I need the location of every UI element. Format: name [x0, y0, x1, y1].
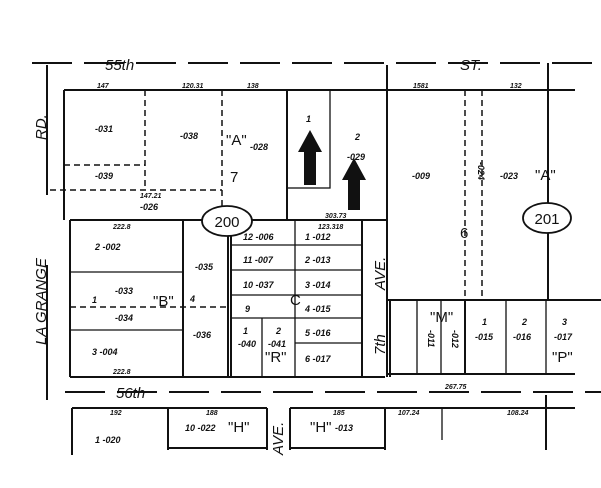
parcel: -033 [115, 286, 133, 296]
parcel: 11 -007 [243, 255, 274, 265]
sub-a-right: "A" [535, 167, 556, 184]
parcel: -035 [195, 262, 214, 272]
parcel: -034 [115, 313, 133, 323]
parcel: 1 [92, 295, 97, 305]
street-ave: AVE. [372, 257, 389, 291]
parcel: 9 [245, 304, 250, 314]
sub-p: "P" [552, 349, 573, 366]
parcel: 2 [354, 132, 360, 142]
sub-c: C [290, 292, 301, 309]
parcel: 10 -022 [185, 423, 216, 433]
block-7: 7 [230, 169, 238, 186]
parcel: -039 [95, 171, 113, 181]
dimension: 188 [206, 410, 218, 417]
dimension: 222.8 [112, 369, 131, 376]
street-7th: 7th [372, 334, 389, 355]
dimension: 222.8 [112, 224, 131, 231]
street-rd: RD. [33, 114, 50, 140]
block-200-circle [201, 205, 253, 237]
sub-a-left: "A" [226, 132, 247, 149]
arrow-icon [342, 158, 366, 210]
parcel: 2 -013 [304, 255, 331, 265]
parcel: 2 [521, 317, 527, 327]
parcel: 2 -002 [94, 242, 121, 252]
street-st-label: ST. [460, 57, 482, 74]
dimension: 138 [247, 83, 259, 90]
south-blocks [69, 219, 575, 378]
arrow-icon [298, 130, 322, 185]
parcel-labels: -031 -038 -039 -028 -026 1 2 -029 -009 -… [92, 114, 573, 445]
dimension: 303.73 [325, 213, 347, 220]
parcel: 1 [243, 326, 248, 336]
street-55th: 55th [105, 57, 134, 74]
street-ave-south: AVE. [270, 422, 287, 456]
parcel: -031 [95, 124, 113, 134]
parcel: 4 -015 [304, 304, 332, 314]
parcel: -023 [500, 171, 518, 181]
parcel: 5 -016 [305, 328, 332, 338]
parcel: 12 -006 [243, 232, 275, 242]
parcel: -015 [475, 332, 494, 342]
sub-h-left: "H" [228, 419, 249, 436]
parcel: 3 -004 [92, 347, 118, 357]
dimension: 123.318 [318, 224, 343, 231]
sub-m: "M" [430, 309, 453, 326]
parcel: 1 -020 [95, 435, 121, 445]
sub-r: "R" [265, 349, 286, 366]
parcel: -028 [250, 142, 268, 152]
dimension: 185 [333, 410, 345, 417]
sub-h-right: "H" [310, 419, 331, 436]
parcel: -041 [268, 339, 286, 349]
dimension: 1581 [413, 83, 429, 90]
dimension: 108.24 [507, 410, 529, 417]
parcel: -016 [513, 332, 532, 342]
dimension: 192 [110, 410, 122, 417]
parcel: -036 [193, 330, 212, 340]
parcel: 4 [189, 294, 195, 304]
block-201-circle [522, 202, 572, 234]
street-lines [32, 62, 601, 400]
parcel: -013 [335, 423, 353, 433]
bottom-blocks [71, 395, 575, 455]
parcel: 1 -012 [305, 232, 331, 242]
parcel: 6 -017 [305, 354, 332, 364]
parcel: -024 [476, 162, 486, 180]
sub-b: "B" [153, 293, 174, 310]
parcel: -040 [238, 339, 256, 349]
block-number-201: 201 [534, 211, 559, 228]
block-number-200: 200 [214, 214, 239, 231]
dimension: 147 [97, 83, 110, 90]
dimension: 120.31 [182, 83, 204, 90]
parcel: 2 [275, 326, 281, 336]
dimension: 107.24 [398, 410, 420, 417]
parcel: -012 [450, 330, 460, 348]
parcel: 1 [306, 114, 311, 124]
dimension: 267.75 [444, 384, 467, 391]
parcel: -038 [180, 131, 198, 141]
parcel: 10 -037 [243, 280, 275, 290]
parcel: -017 [554, 332, 573, 342]
street-la-grange: LA GRANGE [33, 257, 50, 345]
parcel: -011 [426, 330, 436, 347]
block-6: 6 [460, 225, 468, 242]
parcel: 1 [482, 317, 487, 327]
parcel: -026 [140, 202, 159, 212]
parcel: 3 [562, 317, 567, 327]
dimension: 147.21 [140, 193, 162, 200]
dimension-labels: 147 120.31 138 147.21 222.8 303.73 132 1… [97, 83, 529, 417]
parcel: -029 [347, 152, 365, 162]
parcel: 3 -014 [305, 280, 331, 290]
dimension: 132 [510, 83, 522, 90]
street-56th: 56th [116, 385, 145, 402]
parcel: -009 [412, 171, 430, 181]
north-blocks [50, 63, 601, 301]
